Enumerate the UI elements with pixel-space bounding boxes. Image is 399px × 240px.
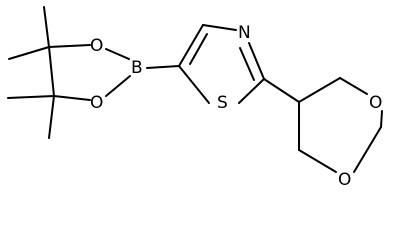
atom-labels: B O O S N O O: [90, 23, 382, 190]
bond-c2-dioxane: [263, 78, 300, 103]
atom-label-boron: B: [131, 58, 143, 78]
atom-label-oxygen-lower: O: [90, 93, 103, 113]
chemical-structure-diagram: B O O S N O O: [7, 6, 383, 190]
bond-c4-n: [202, 24, 237, 31]
bond-n-c2-inner: [239, 47, 255, 81]
bond-n-c2: [248, 42, 265, 80]
bond-methyl-left-top: [8, 46, 50, 60]
bond-o-lower-c: [53, 95, 91, 101]
bond-c5-c4: [178, 24, 204, 67]
bond-dioxane-o1-c6: [298, 149, 337, 173]
bond-methyl-left-bottom: [7, 95, 55, 99]
bond-lines: [7, 6, 383, 173]
bond-dioxane-c4-o3: [339, 77, 368, 95]
atom-label-oxygen-upper: O: [90, 36, 103, 56]
atom-label-dioxane-oxygen-upper: O: [369, 93, 382, 113]
bond-c5-c4-inner: [189, 33, 208, 65]
bond-dioxane-c2-o1: [353, 126, 382, 173]
bond-s-c5: [178, 65, 210, 104]
bond-methyl-top: [43, 6, 50, 48]
atom-label-dioxane-oxygen-lower: O: [338, 170, 351, 190]
atom-label-sulfur: S: [217, 93, 228, 113]
bond-c2-s: [238, 78, 265, 104]
bond-methyl-bottom: [48, 95, 55, 139]
bond-b-c5: [146, 65, 180, 69]
bond-b-o-upper: [105, 48, 130, 60]
bond-o-upper-c: [48, 44, 91, 48]
atom-label-nitrogen: N: [238, 23, 251, 43]
bond-dioxane-c5-c4: [298, 77, 341, 103]
bond-dioxane-o3-c2: [380, 110, 383, 128]
bond-pinacol-cc: [48, 46, 55, 97]
bond-b-o-lower: [105, 75, 131, 97]
